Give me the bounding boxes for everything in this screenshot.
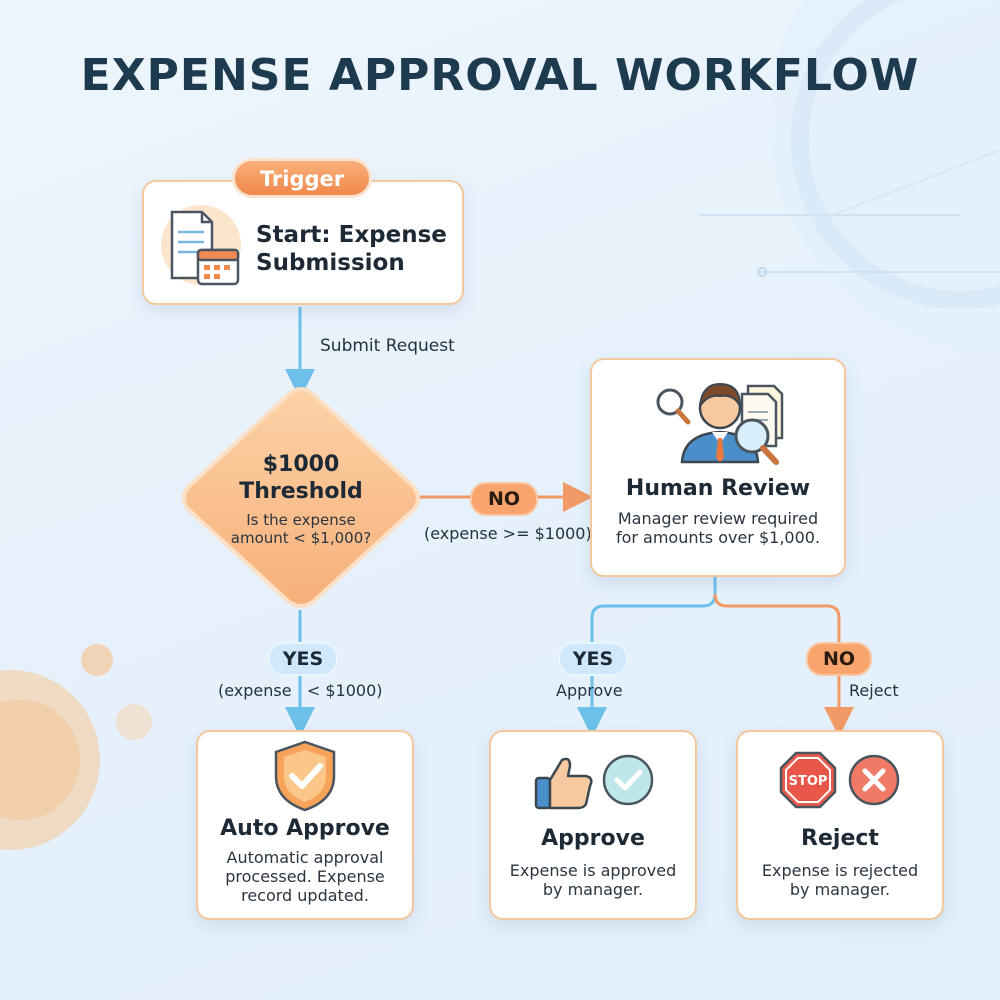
submit-request-label: Submit Request (320, 336, 455, 356)
approve-desc-line1: Expense is approved (509, 861, 677, 880)
trigger-title-line1: Start: Expense (256, 222, 447, 248)
decision-desc-line1: Is the expense (246, 511, 356, 529)
reject-title: Reject (801, 826, 879, 851)
trigger-title-line2: Submission (256, 250, 405, 276)
decision-diamond (182, 386, 420, 608)
thumbs-up-icon (534, 757, 593, 810)
reject-desc-line2: by manager. (789, 880, 891, 899)
no-badge-threshold: NO (470, 482, 538, 516)
approve-desc-line2: by manager. (542, 880, 644, 899)
reject-desc-line1: Expense is rejected (761, 861, 919, 880)
human-review-desc-line2: for amounts over $1,000. (615, 528, 821, 547)
yes-condition-label: (expense < $1000) (218, 681, 383, 700)
approve-title: Approve (541, 826, 645, 851)
decision-title-line1: $1000 (262, 452, 340, 477)
auto-approve-desc-line1: Automatic approval (226, 848, 384, 867)
decision-desc-line2: amount < $1,000? (230, 529, 372, 547)
decision-title-line2: Threshold (239, 479, 363, 504)
check-circle-icon (602, 754, 654, 806)
no-condition-label: (expense >= $1000) (424, 524, 592, 543)
reviewer-magnifier-icon (656, 382, 784, 465)
stop-sign-icon: STOP (779, 751, 837, 809)
auto-approve-desc-line2: processed. Expense (225, 867, 385, 886)
shield-check-icon (274, 740, 336, 812)
reject-card (736, 730, 944, 920)
page-title: EXPENSE APPROVAL WORKFLOW (80, 50, 920, 101)
human-review-desc-line1: Manager review required (617, 509, 819, 528)
yes-badge-review: YES (558, 642, 628, 676)
auto-approve-title: Auto Approve (220, 816, 390, 841)
trigger-badge: Trigger (232, 158, 372, 198)
approve-card (489, 730, 697, 920)
human-review-title: Human Review (625, 476, 811, 501)
document-calendar-icon (161, 205, 241, 286)
no-badge-review: NO (806, 642, 872, 676)
x-circle-icon (848, 754, 900, 806)
approve-edge-label: Approve (556, 681, 623, 700)
stop-sign-text: STOP (789, 774, 828, 789)
auto-approve-desc-line3: record updated. (241, 886, 369, 905)
reject-edge-label: Reject (849, 681, 899, 700)
yes-badge-threshold: YES (268, 642, 338, 676)
